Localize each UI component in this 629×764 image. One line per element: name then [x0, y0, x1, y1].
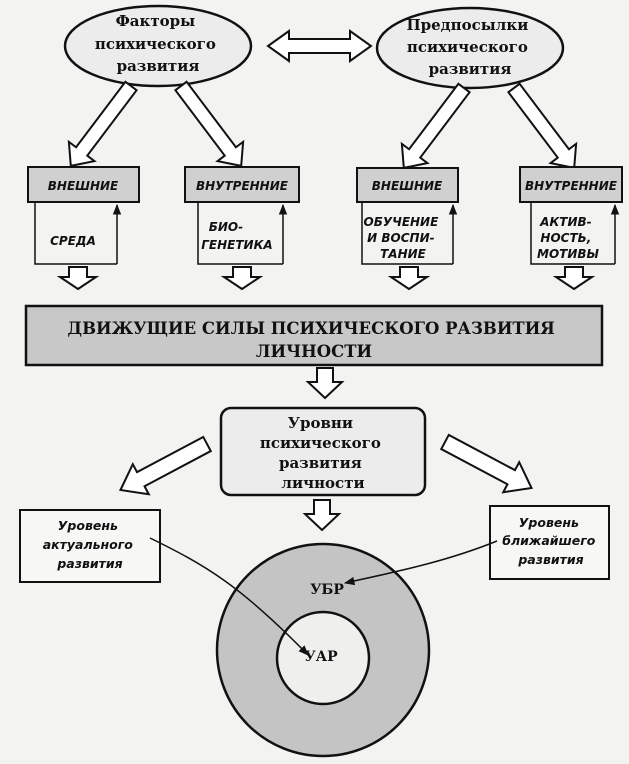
levels-title-line-2: психического: [260, 434, 381, 452]
svg-text:АКТИВ- НОСТЬ, МОТИ: АКТИВ- НОСТЬ, МОТИВЫ: [537, 215, 600, 261]
box-body-line: ОБУЧЕНИЕ: [364, 215, 440, 229]
svg-text:ОБУЧЕНИЕ И ВОСПИ-: ОБУЧЕНИЕ И ВОСПИ- ТАНИЕ: [364, 215, 443, 261]
arrow-prereq-to-internal: [507, 82, 578, 170]
driving-forces-line-1: ДВИЖУЩИЕ СИЛЫ ПСИХИЧЕСКОГО РАЗВИТИЯ: [67, 319, 554, 338]
actual-level-line-2: актуального: [43, 537, 134, 552]
arrow-down-3: [387, 266, 431, 291]
box-header: ВНУТРЕННИЕ: [525, 179, 618, 193]
ubr-label: УБР: [310, 582, 344, 598]
box-body-line: АКТИВ-: [539, 215, 591, 229]
box-body-line: МОТИВЫ: [537, 247, 600, 261]
arrow-band-to-levels: [305, 367, 345, 400]
factors-title-line-2: психического: [95, 35, 216, 53]
svg-text:ДВИЖУЩИЕ СИЛЫ ПСИХИЧЕСКОГО РАЗ: ДВИЖУЩИЕ СИЛЫ ПСИХИЧЕСКОГО РАЗВИТИЯ ЛИЧН…: [67, 319, 560, 361]
box-body-line: СРЕДА: [50, 234, 96, 248]
svg-text:Предпосылки психического: Предпосылки психического развития: [406, 16, 533, 78]
nearest-level-line-3: развития: [517, 552, 583, 567]
factors-title-line-1: Факторы: [116, 12, 196, 30]
driving-forces-band: ДВИЖУЩИЕ СИЛЫ ПСИХИЧЕСКОГО РАЗВИТИЯ ЛИЧН…: [24, 304, 604, 367]
levels-node: Уровни психического развития личности: [219, 406, 427, 497]
pointer-actual-to-uar: [149, 537, 309, 656]
arrow-levels-to-actual: [118, 435, 213, 496]
box-body-line: ТАНИЕ: [380, 247, 427, 261]
uar-label: УАР: [304, 649, 338, 665]
actual-level-line-1: Уровень: [58, 518, 118, 533]
arrow-levels-to-circle: [302, 499, 342, 532]
arrow-down-4: [552, 266, 596, 291]
arrow-prereq-to-external: [400, 82, 471, 170]
nearest-level-box: Уровень ближайшего развития: [489, 505, 610, 580]
box-body-line: БИО-: [209, 220, 243, 234]
arrow-down-1: [56, 266, 100, 291]
prerequisites-title-line-3: развития: [429, 60, 512, 78]
levels-title-line-3: развития: [279, 454, 362, 472]
svg-text:Уровень ближайшего: Уровень ближайшего развития: [502, 515, 600, 567]
box-external-factors: ВНЕШНИЕ СРЕДА: [27, 166, 140, 265]
actual-level-line-3: развития: [56, 556, 122, 571]
box-header: ВНЕШНИЕ: [48, 179, 119, 193]
levels-title-line-1: Уровни: [288, 414, 353, 432]
svg-text:БИО- ГЕНЕТИКА: БИО- ГЕНЕТИКА: [201, 220, 272, 252]
zones-circles: УБР УАР: [215, 542, 431, 758]
arrow-factors-to-internal: [174, 80, 245, 168]
svg-text:Уровни психического: Уровни психического развития личности: [260, 414, 386, 492]
arrow-down-2: [220, 266, 264, 291]
driving-forces-line-2: ЛИЧНОСТИ: [256, 342, 372, 361]
nearest-level-line-1: Уровень: [519, 515, 579, 530]
inner-circle-uar: [275, 610, 371, 706]
factors-node: Факторы психического развития: [63, 4, 253, 88]
box-internal-factors: ВНУТРЕННИЕ БИО- ГЕНЕТИКА: [184, 166, 300, 265]
box-header: ВНУТРЕННИЕ: [196, 179, 289, 193]
svg-text:Уровень актуального: Уровень актуального развития: [43, 518, 138, 571]
factors-title-line-3: развития: [117, 57, 200, 75]
box-body-line: И ВОСПИ-: [367, 231, 434, 245]
box-header: ВНЕШНИЕ: [372, 179, 443, 193]
box-internal-prerequisites: ВНУТРЕННИЕ АКТИВ- НОСТЬ, МОТИВЫ: [519, 166, 623, 265]
pointer-nearest-to-ubr: [343, 540, 498, 586]
double-arrow: [266, 29, 373, 63]
arrow-levels-to-nearest: [439, 433, 534, 494]
actual-level-box: Уровень актуального развития: [19, 509, 161, 583]
prerequisites-title-line-1: Предпосылки: [406, 16, 528, 34]
box-external-prerequisites: ВНЕШНИЕ ОБУЧЕНИЕ И ВОСПИ- ТАНИЕ: [356, 167, 459, 265]
box-body-line: ГЕНЕТИКА: [201, 238, 272, 252]
svg-text:Факторы психического: Факторы психического развития: [95, 12, 221, 75]
arrow-factors-to-external: [67, 80, 138, 168]
prerequisites-node: Предпосылки психического развития: [375, 6, 565, 90]
nearest-level-line-2: ближайшего: [502, 533, 596, 548]
box-body-line: НОСТЬ,: [540, 231, 591, 245]
prerequisites-title-line-2: психического: [407, 38, 528, 56]
levels-title-line-4: личности: [281, 474, 364, 492]
